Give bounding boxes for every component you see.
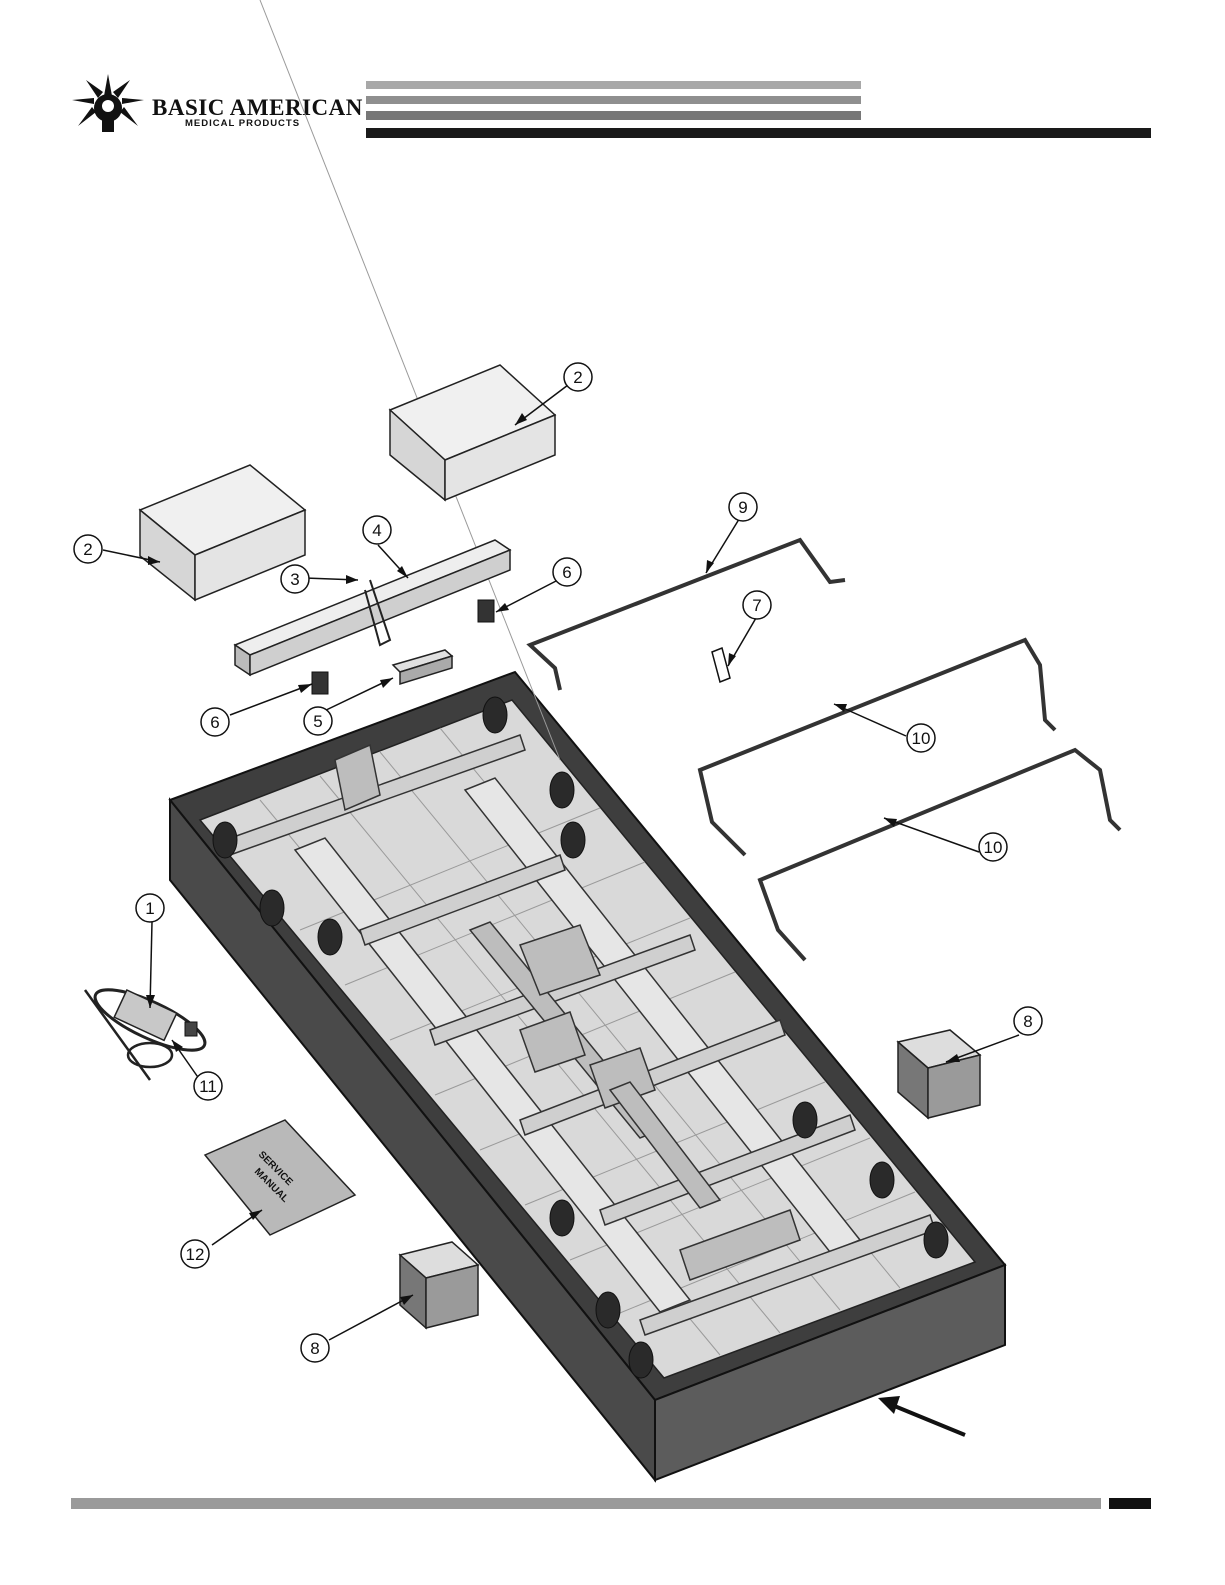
callout-label: 3 [290,570,299,589]
footer-bar [0,1490,1225,1520]
bed-frame-base [170,0,1005,1480]
page-number-box [1109,1498,1151,1509]
callout-label: 6 [562,563,571,582]
packing-block-2a [140,465,305,600]
hand-pendant-1 [85,978,212,1080]
side-rail-10a [700,640,1055,855]
callout-label: 10 [984,838,1003,857]
bracket-6b [312,672,328,694]
hang-tag-7 [712,648,730,682]
corner-block-8a [898,1030,980,1118]
bracket-6a [478,600,494,622]
callout-label: 1 [145,899,154,918]
direction-arrow [878,1396,965,1435]
callout-label: 2 [573,368,582,387]
packing-block-2b [390,365,555,500]
callout-label: 9 [738,498,747,517]
callout-label: 2 [83,540,92,559]
corner-block-8b [400,1242,478,1328]
callout-label: 11 [199,1077,217,1096]
callout-label: 5 [313,712,322,731]
callout-label: 7 [752,596,761,615]
callout-label: 4 [372,521,381,540]
service-manual-11: SERVICE MANUAL [205,1120,355,1235]
callout-label: 8 [1023,1012,1032,1031]
callout-label: 12 [186,1245,205,1264]
callout-label: 6 [210,713,219,732]
callout-label: 10 [912,729,931,748]
side-rail-10b [760,750,1120,960]
spacer-bar-5 [393,650,452,684]
callout-label: 8 [310,1339,319,1358]
